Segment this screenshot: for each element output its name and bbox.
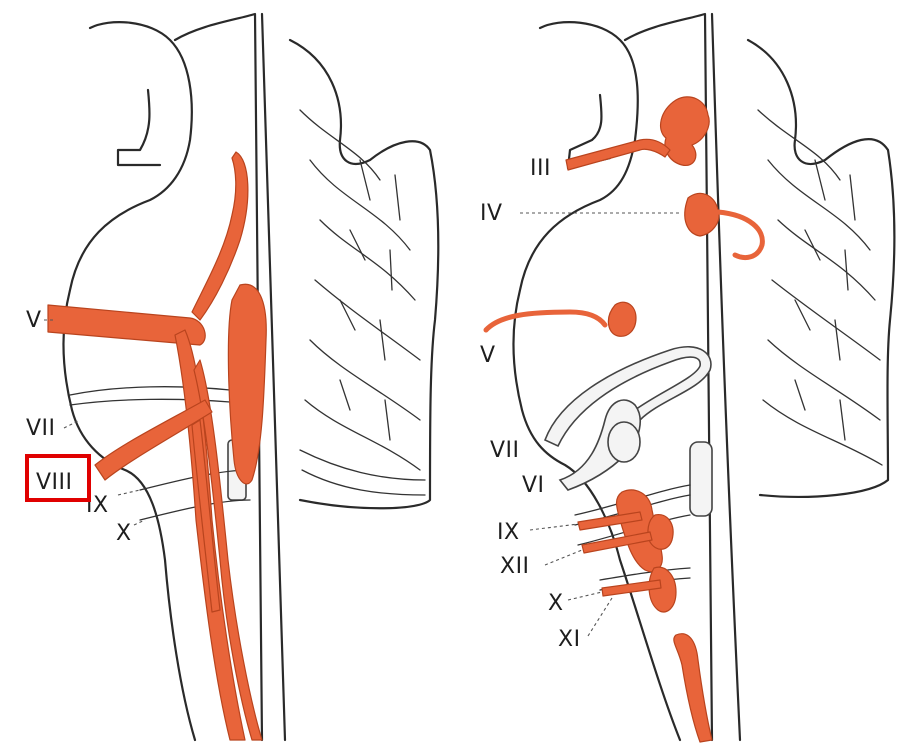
right-pale-nucleus <box>608 422 640 462</box>
right-nerve-iii-nucleus <box>661 97 710 166</box>
right-nerve-v <box>486 312 605 330</box>
right-nerve-iv <box>718 212 762 258</box>
right-label-xi: XI <box>558 627 581 652</box>
left-nucleus-large <box>228 284 266 484</box>
right-label-iii: III <box>530 156 551 181</box>
left-label-v: V <box>26 308 42 333</box>
left-midline <box>262 14 285 740</box>
right-label-xii: XII <box>500 554 530 579</box>
right-leader-ix <box>530 524 578 530</box>
left-cerebellum <box>290 40 438 508</box>
left-label-viii: VIII <box>36 470 73 495</box>
right-label-x: X <box>548 591 564 616</box>
right-leader-xii <box>545 550 582 565</box>
right-nerve-iv-nucleus <box>685 193 719 236</box>
right-pale-body <box>690 442 712 516</box>
left-brainstem-outline <box>63 22 195 740</box>
right-nucleus-xii <box>648 515 673 550</box>
right-brainstem-outline <box>513 22 680 740</box>
left-label-vii: VII <box>26 416 56 441</box>
right-label-vi: VI <box>522 473 545 498</box>
left-brainstem-panel: V VII VIII IX X <box>26 14 438 740</box>
right-brainstem-panel: III IV V VII VI IX XII X XI <box>480 14 894 742</box>
right-label-ix: IX <box>497 520 520 545</box>
right-label-iv: IV <box>480 201 503 226</box>
right-spinal-nucleus <box>674 634 712 742</box>
left-leader-ix <box>118 490 140 495</box>
right-leader-xi <box>588 598 612 636</box>
right-cerebellum <box>748 40 894 497</box>
right-midline <box>712 14 740 740</box>
left-label-x: X <box>116 521 132 546</box>
right-label-vii: VII <box>490 438 520 463</box>
right-label-v: V <box>480 343 496 368</box>
left-leader-x <box>134 520 145 525</box>
right-leader-x <box>568 592 602 600</box>
left-aqueduct-stub <box>118 90 160 165</box>
right-nerve-v-nucleus <box>608 302 636 336</box>
